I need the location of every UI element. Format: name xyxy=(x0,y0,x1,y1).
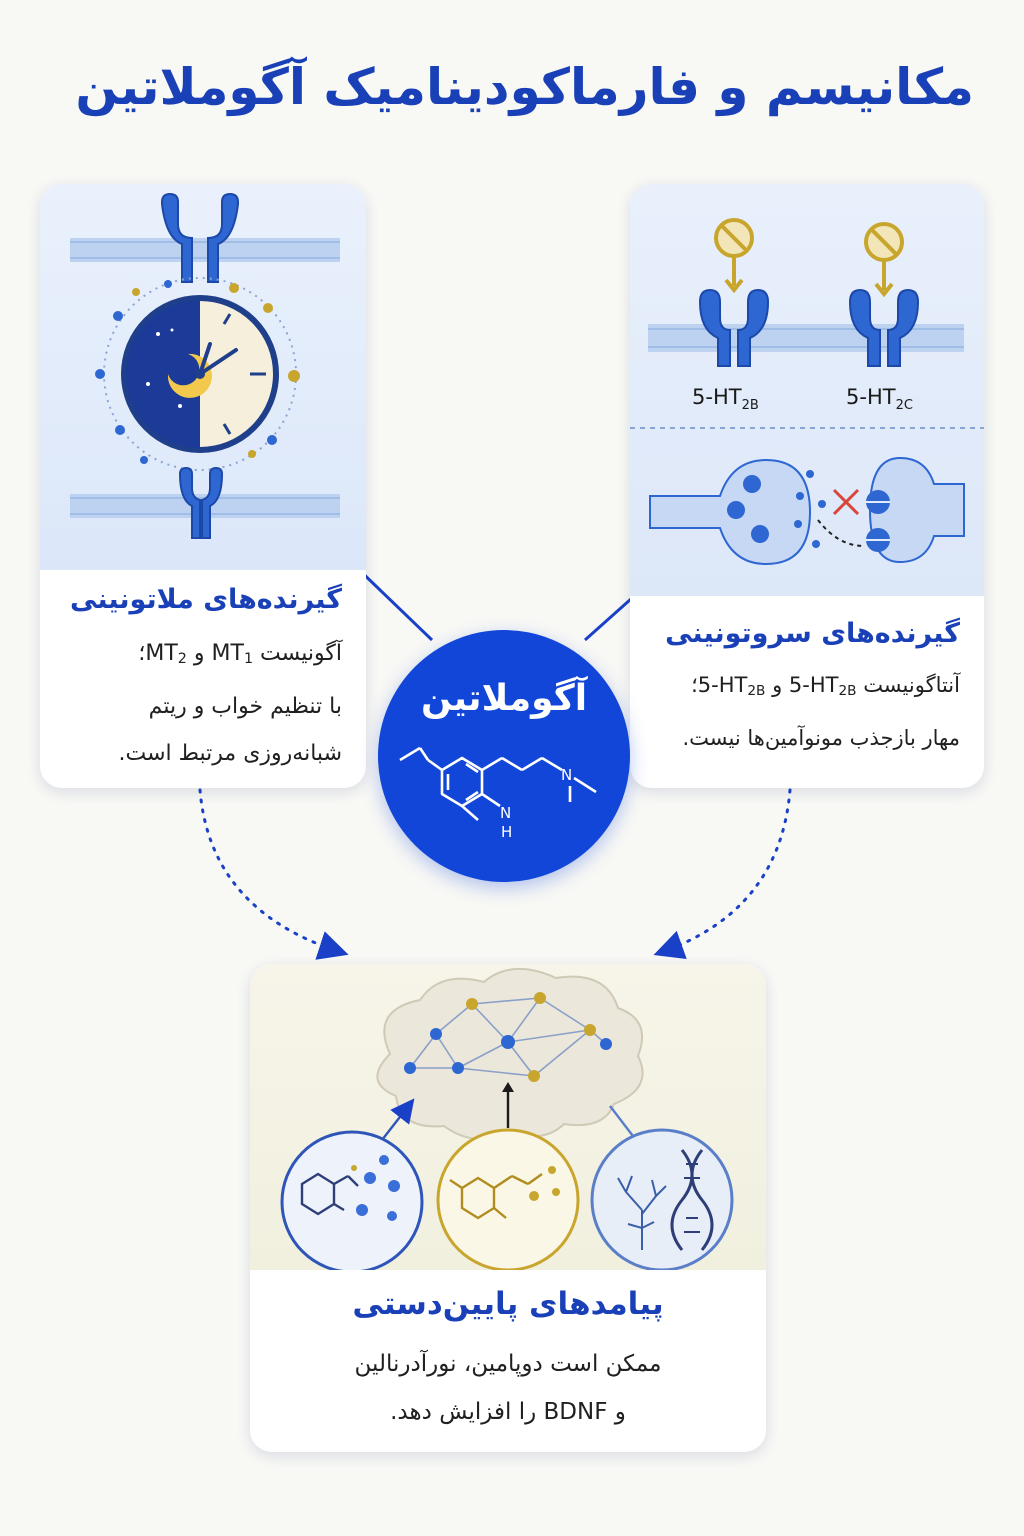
downstream-heading: پیامدهای پایین‌دستی xyxy=(352,1286,664,1322)
receptor-icon-bottom xyxy=(178,466,224,539)
synaptic-vesicle-dots xyxy=(794,470,826,548)
orbit-dots xyxy=(95,280,300,464)
serotonin-illustration: 5-HT2B 5-HT2C xyxy=(630,218,984,566)
serotonin-description: آنتاگونیست 5-HT2B و 5-HT2B؛ مهار بازجذب … xyxy=(638,662,960,762)
melatonin-line-2: با تنظیم خواب و ریتم xyxy=(148,694,342,719)
receptor-icon-5ht2b xyxy=(698,288,770,367)
serotonin-line-1: آنتاگونیست 5-HT2B و 5-HT2B؛ xyxy=(691,673,960,699)
melatonin-line-3: شبانه‌روزی مرتبط است. xyxy=(118,741,342,766)
day-night-clock-icon xyxy=(121,295,279,453)
inhibit-symbol-icon-2b xyxy=(714,218,754,294)
postsynaptic-terminal-icon xyxy=(866,456,965,564)
downstream-line-1: ممکن است دوپامین، نورآدرنالین xyxy=(354,1351,662,1377)
agomelatine-label: آگوملاتین xyxy=(420,678,588,719)
serotonin-receptor-card: 5-HT2B 5-HT2C گیرنده‌های سروتونینی آنتاگ… xyxy=(630,184,984,788)
agomelatine-structure-icon: N N H xyxy=(399,746,597,841)
serotonin-line-2: مهار بازجذب مونوآمین‌ها نیست. xyxy=(682,726,960,750)
structure-label-n: N xyxy=(561,766,572,784)
melatonin-receptor-card: گیرنده‌های ملاتونینی آگونیست MT1 و MT2؛ … xyxy=(40,184,366,788)
serotonin-heading: گیرنده‌های سروتونینی xyxy=(665,618,960,649)
structure-label-nh: N xyxy=(500,804,511,822)
label-5ht2b: 5-HT2B xyxy=(692,385,759,413)
dotted-arrow-right xyxy=(653,788,792,960)
melatonin-description: آگونیست MT1 و MT2؛ با تنظیم خواب و ریتم … xyxy=(48,630,342,777)
arrow-bdnf-to-brain xyxy=(609,1105,637,1141)
noradrenaline-molecule-icon xyxy=(436,1128,580,1270)
page-title: مکانیسم و فارماکودینامیک آگوملاتین xyxy=(75,58,974,116)
bdnf-dna-icon xyxy=(590,1128,734,1270)
inhibit-symbol-icon-2c xyxy=(864,222,904,298)
downstream-description: ممکن است دوپامین، نورآدرنالین و BDNF را … xyxy=(250,1340,766,1436)
reuptake-arrow xyxy=(817,519,865,547)
structure-label-h: H xyxy=(501,823,512,841)
melatonin-line-1: آگونیست MT1 و MT2؛ xyxy=(138,641,342,667)
downstream-effects-card: پیامدهای پایین‌دستی ممکن است دوپامین، نو… xyxy=(250,964,766,1452)
label-5ht2c: 5-HT2C xyxy=(846,385,913,413)
presynaptic-terminal-icon xyxy=(649,458,812,566)
dotted-arrow-left xyxy=(198,788,349,960)
agomelatine-center-node: آگوملاتین N N H xyxy=(378,630,630,882)
melatonin-illustration xyxy=(70,192,340,539)
melatonin-heading: گیرنده‌های ملاتونینی xyxy=(70,584,342,615)
arrow-dopamine-to-brain xyxy=(381,1098,415,1141)
downstream-line-2: و BDNF را افزایش دهد. xyxy=(390,1399,626,1425)
brain-network-icon xyxy=(376,967,644,1140)
receptor-icon-top xyxy=(161,192,239,283)
downstream-illustration xyxy=(280,967,734,1270)
blocked-reuptake-icon xyxy=(832,488,860,516)
receptor-icon-5ht2c xyxy=(848,288,920,367)
dopamine-molecule-icon xyxy=(280,1130,424,1270)
